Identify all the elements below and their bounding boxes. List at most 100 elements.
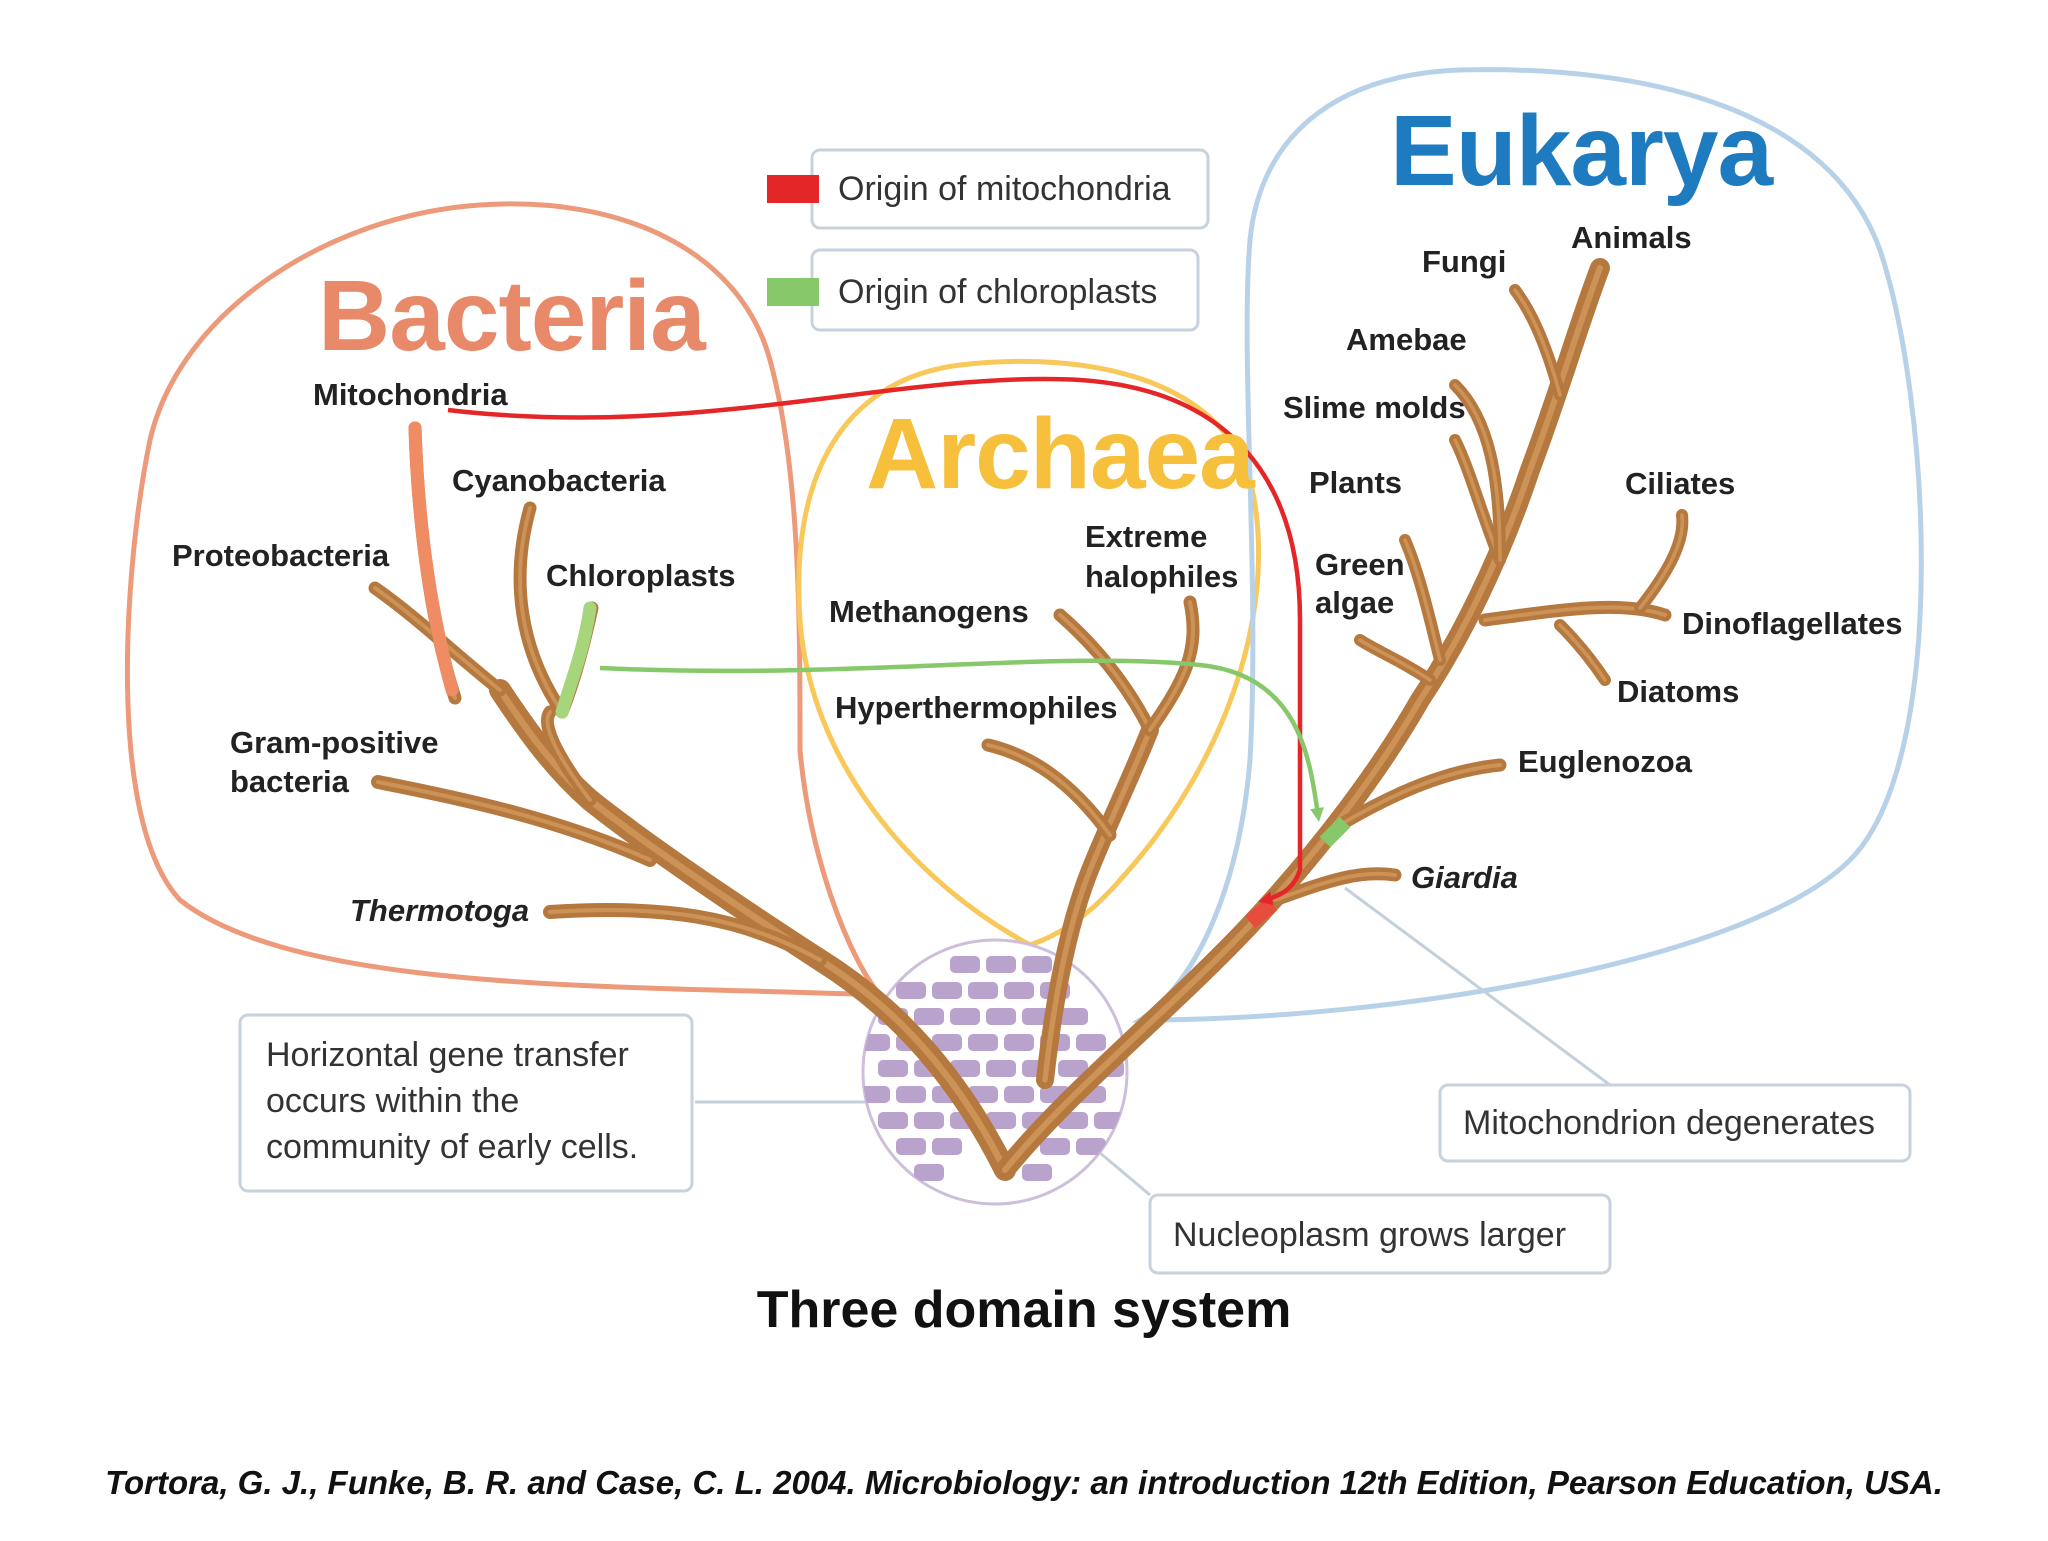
branch-plants-highlight [1403,538,1442,662]
branch-ciliates [1634,509,1689,614]
early-cell [896,982,926,999]
early-cell [896,1138,926,1155]
legend-chloroplasts-label: Origin of chloroplasts [838,273,1157,311]
branch-euglenozoa-highlight [1343,763,1502,824]
chloroplast-lineage-segment [555,601,597,719]
branch-gram-positive-highlight [375,779,653,863]
branch-hyperthermophiles-highlight [986,743,1112,837]
label-gram-positive-line2: bacteria [230,764,350,799]
early-cell [1004,1034,1034,1051]
legend-mitochondria-swatch [767,175,819,203]
label-euglenozoa: Euglenozoa [1518,744,1693,779]
branch-green-algae-highlight [1358,638,1432,682]
callout-horizontal-transfer-line3: community of early cells. [266,1128,638,1166]
label-extreme-halophiles-line1: Extreme [1085,519,1207,554]
label-green-algae-line2: algae [1315,585,1394,620]
early-cell [1022,1164,1052,1181]
bacteria-title: Bacteria [318,260,707,372]
branch-ciliates-highlight [1638,513,1685,610]
early-cell [1058,1060,1088,1077]
early-cell [968,1034,998,1051]
callout-horizontal-transfer-line1: Horizontal gene transfer [266,1036,629,1074]
label-cyanobacteria: Cyanobacteria [452,463,666,498]
early-cell [986,956,1016,973]
branch-slime-molds-highlight [1453,438,1502,562]
branch-archaea-trunk-highlight [1042,727,1153,1083]
label-thermotoga: Thermotoga [350,893,529,928]
figure-caption: Three domain system [756,1281,1292,1339]
early-cell [986,1008,1016,1025]
early-cell [1004,982,1034,999]
early-cell [914,1164,944,1181]
branch-cyano-chloro-highlight [545,710,592,802]
early-cell [1022,956,1052,973]
label-dinoflagellates: Dinoflagellates [1682,606,1903,641]
archaea-title: Archaea [866,398,1256,510]
legend-mitochondria-label: Origin of mitochondria [838,170,1171,208]
callout-horizontal-transfer: Horizontal gene transfer occurs within t… [238,1013,694,1193]
label-gram-positive-line1: Gram-positive [230,725,438,760]
label-methanogens: Methanogens [829,594,1029,629]
early-cell [1094,1112,1124,1129]
label-diatoms: Diatoms [1617,674,1739,709]
label-green-algae-line1: Green [1315,547,1405,582]
label-giardia: Giardia [1411,860,1518,895]
callout-nucleoplasm: Nucleoplasm grows larger [1148,1193,1612,1275]
callout-mitochondrion-degenerates-text: Mitochondrion degenerates [1463,1104,1875,1142]
early-cell [950,1008,980,1025]
branch-ciliates-dino-highlight [1483,605,1667,622]
branch-cyanobacteria-highlight [518,506,564,714]
early-cell [986,1060,1016,1077]
label-mitochondria: Mitochondria [313,377,508,412]
branch-cyanobacteria [513,501,569,719]
archaea-outline [796,358,1262,948]
early-cell [932,982,962,999]
early-cell [878,1112,908,1129]
branch-methanogens-highlight [1058,613,1152,732]
label-chloroplasts: Chloroplasts [546,558,735,593]
label-extreme-halophiles-line2: halophiles [1085,559,1238,594]
branch-giardia-highlight [1273,871,1397,902]
label-fungi: Fungi [1422,244,1506,279]
early-cell [950,956,980,973]
legend: Origin of mitochondria Origin of chlorop… [767,148,1210,332]
mitochondria-lineage-segment [408,421,459,697]
eukarya-outline [1131,67,1924,1023]
label-plants: Plants [1309,465,1402,500]
early-cell [932,1034,962,1051]
early-cell [932,1138,962,1155]
early-cell [986,1112,1016,1129]
mitochondria-origin-arrow [447,376,1303,906]
early-cell [1004,1086,1034,1103]
label-ciliates: Ciliates [1625,466,1735,501]
branch-thermotoga [543,902,827,967]
chloroplast-origin-arrow [599,658,1324,822]
early-cell [914,1112,944,1129]
early-cell [878,1060,908,1077]
early-cell [914,1008,944,1025]
branch-amebae-highlight [1453,383,1502,562]
bacteria-outline [124,201,886,998]
early-cell [1040,1138,1070,1155]
label-hyperthermophiles: Hyperthermophiles [835,690,1118,725]
branch-fungi [1509,284,1566,401]
branch-hyperthermophiles [981,738,1117,842]
branch-eukarya-trunk-highlight [1002,265,1603,1173]
label-proteobacteria: Proteobacteria [172,538,390,573]
label-animals: Animals [1571,220,1692,255]
branch-bacteria-trunk-highlight [496,686,1009,1174]
branch-diatoms-highlight [1558,623,1607,682]
early-cell [968,982,998,999]
legend-chloroplasts-swatch [767,278,819,306]
chloroplast-acquisition-mark [1319,816,1351,848]
callout-mitochondrion-degenerates: Mitochondrion degenerates [1438,1083,1912,1163]
leader-mitochondrion-degenerates [1344,886,1611,1087]
label-amebae: Amebae [1346,322,1467,357]
branch-thermotoga-highlight [547,907,823,963]
early-cell [1076,1138,1106,1155]
eukarya-title: Eukarya [1390,95,1775,207]
label-slime-molds: Slime molds [1283,390,1466,425]
early-cell [1076,1034,1106,1051]
